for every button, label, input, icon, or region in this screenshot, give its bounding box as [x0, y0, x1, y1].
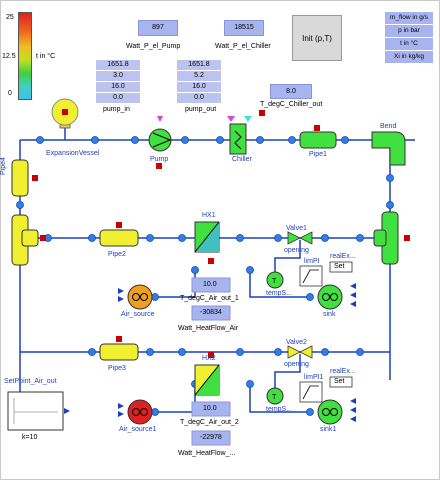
hx2-component[interactable] — [194, 352, 220, 396]
pump-in-mflow: 1651.8 — [96, 60, 140, 71]
pump-out-temp: 16.0 — [177, 82, 221, 93]
pump-out-pressure: 5.2 — [177, 71, 221, 82]
svg-text:T: T — [272, 394, 277, 401]
hx1-temp-value: 10.0 — [203, 281, 217, 288]
hx1-label: HX1 — [202, 212, 216, 219]
pump-out-mflow: 1651.8 — [177, 60, 221, 71]
pipe1-component[interactable] — [299, 125, 337, 149]
air-source1-component[interactable] — [118, 399, 153, 425]
pipe2-label: Pipe2 — [108, 251, 126, 258]
watt-chiller-value: 18515 — [224, 20, 264, 36]
realex2-label: realEx... — [330, 368, 356, 375]
expansion-vessel[interactable] — [51, 98, 79, 129]
pump-in-pressure: 3.0 — [96, 71, 140, 82]
pipe3-component[interactable] — [99, 336, 139, 361]
pump-in-temp: 16.0 — [96, 82, 140, 93]
chiller-component[interactable] — [227, 110, 265, 155]
hx2-temp-label: T_degC_Air_out_2 — [180, 419, 239, 426]
pump-in-xi: 0.0 — [96, 93, 140, 104]
unit-legend: m_flow in g/s p in bar t in °C Xi in kg/… — [385, 12, 433, 64]
sink-label: sink — [323, 311, 336, 318]
set1-label: Set — [334, 263, 345, 270]
air-source-label: Air_source — [121, 311, 155, 318]
valve1-label: Valve1 — [286, 225, 307, 232]
pump-out-xi: 0.0 — [177, 93, 221, 104]
hx1-temp-label: T_degC_Air_out_1 — [180, 295, 239, 302]
watt-chiller-label: Watt_P_el_Chiller — [215, 43, 271, 50]
colorbar-unit: t in °C — [36, 53, 56, 60]
pump-in-label: pump_in — [103, 106, 130, 113]
pump-label: Pump — [150, 156, 169, 163]
valve2-label: Valve2 — [286, 339, 307, 346]
hx1-component[interactable] — [194, 221, 220, 264]
opening1-label: opening — [284, 247, 309, 254]
chiller-out-value: 8.0 — [270, 84, 312, 99]
opening2-label: opening — [284, 361, 309, 368]
colorbar-tick-min: 0 — [8, 90, 12, 97]
air-source-component[interactable] — [118, 284, 153, 310]
pump-out-label: pump_out — [185, 106, 217, 113]
limpi-block-1[interactable] — [299, 265, 323, 287]
hx2-heat-label: Watt_HeatFlow_... — [178, 450, 236, 457]
pump-component[interactable] — [148, 116, 172, 169]
expansion-vessel-label: ExpansionVessel — [46, 150, 100, 157]
split-right[interactable] — [373, 211, 410, 265]
hx2-heat-value: -22978 — [200, 434, 222, 441]
setpoint-gain: k=10 — [22, 434, 38, 441]
chiller-out-label: T_degC_Chiller_out — [260, 101, 323, 108]
set2-label: Set — [334, 378, 345, 385]
sink1-component[interactable] — [317, 398, 356, 425]
legend-pressure: p in bar — [385, 25, 433, 38]
split-left[interactable] — [11, 214, 46, 266]
hx1-heat-label: Watt_HeatFlow_Air — [178, 325, 239, 332]
temps1-label: tempS... — [266, 290, 293, 297]
valve2-component[interactable] — [287, 345, 313, 359]
watt-pump-value: 897 — [138, 20, 178, 36]
temp-sensor-2[interactable]: T — [266, 387, 284, 405]
realex1-label: realEx... — [330, 253, 356, 260]
limpi1-label: limPI — [304, 258, 320, 265]
pump-out-display: 1651.8 5.2 16.0 0.0 — [177, 60, 221, 104]
limpi-block-2[interactable] — [299, 381, 323, 403]
temp-sensor-1[interactable]: T — [266, 271, 284, 289]
temps2-label: tempS... — [266, 406, 293, 413]
limpi2-label: limPI1 — [304, 374, 324, 381]
bend-component[interactable] — [371, 131, 406, 166]
set-block-1[interactable] — [329, 261, 353, 273]
init-button[interactable]: Init (p,T) — [292, 15, 342, 61]
sink1-label: sink1 — [320, 426, 337, 433]
pipe4-component[interactable] — [11, 159, 38, 197]
setpoint-label: SetPoint_Air_out — [4, 378, 57, 385]
set-block-2[interactable] — [329, 376, 353, 388]
setpoint-block[interactable] — [7, 391, 70, 431]
hx1-heat-value: -30834 — [200, 309, 222, 316]
valve1-component[interactable] — [287, 231, 313, 245]
legend-xi: Xi in kg/kg — [385, 51, 433, 64]
pipe4-label: Pipe4 — [0, 157, 7, 175]
air-source1-label: Air_source1 — [119, 426, 157, 433]
pipe1-label: Pipe1 — [309, 151, 327, 158]
pipe2-component[interactable] — [99, 222, 139, 247]
svg-text:T: T — [272, 278, 277, 285]
legend-mflow: m_flow in g/s — [385, 12, 433, 25]
pipe3-label: Pipe3 — [108, 365, 126, 372]
colorbar-tick-mid: 12.5 — [2, 53, 16, 60]
temperature-colorbar — [18, 12, 32, 100]
watt-pump-label: Watt_P_el_Pump — [126, 43, 181, 50]
hx2-temp-value: 10.0 — [203, 405, 217, 412]
hx2-label: HX2 — [202, 355, 216, 362]
legend-temperature: t in °C — [385, 38, 433, 51]
colorbar-tick-max: 25 — [6, 14, 14, 21]
sink-component[interactable] — [317, 283, 356, 310]
bend-label: Bend — [380, 123, 397, 130]
pump-in-display: 1651.8 3.0 16.0 0.0 — [96, 60, 140, 104]
chiller-label: Chiller — [232, 156, 252, 163]
